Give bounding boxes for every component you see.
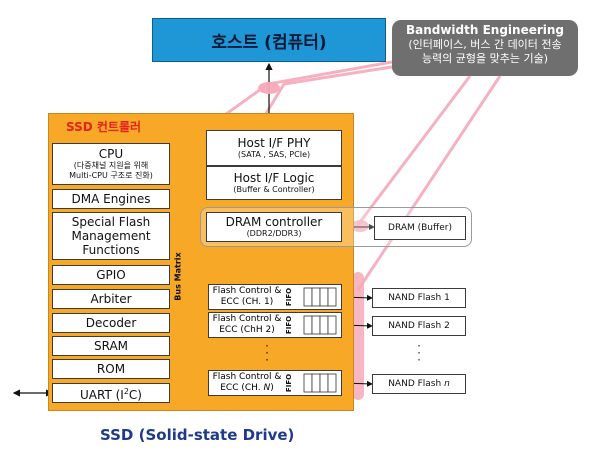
dram-buffer-label: DRAM (Buffer) xyxy=(388,222,452,233)
arbiter-block: Arbiter xyxy=(52,289,170,309)
flash-control-chn-line-2-post: ) xyxy=(270,383,274,393)
fifo-label-ch1: FIFO xyxy=(285,287,294,307)
uart-label-sup: 2 xyxy=(123,386,129,396)
host-if-logic-title: Host I/F Logic xyxy=(233,171,315,185)
dma-engines-label: DMA Engines xyxy=(71,192,151,206)
special-flash-block: Special Flash Management Functions xyxy=(52,212,170,260)
gpio-label: GPIO xyxy=(96,268,126,282)
cpu-sub-2: Multi-CPU 구조로 진화) xyxy=(69,171,153,180)
host-if-phy-block: Host I/F PHY (SATA , SAS, PCIe) xyxy=(206,130,342,166)
host-bandwidth-highlight xyxy=(258,82,280,94)
flash-control-ch1-line-2-post: ) xyxy=(269,297,274,307)
special-flash-line-3: Functions xyxy=(82,243,140,257)
host-computer-box: 호스트 (컴퓨터) xyxy=(152,18,386,62)
flash-control-ch2-channel: 2 xyxy=(265,325,272,335)
nand-flash-n-number: n xyxy=(444,378,450,389)
nand-flash-n-label: NAND Flash n xyxy=(388,379,450,390)
flash-control-chn-line-2-pre: ECC (CH. xyxy=(220,383,264,393)
nand-flash-1-block: NAND Flash 1 xyxy=(372,288,466,308)
cpu-sub-1: (다중채널 지원을 위해 xyxy=(73,161,149,170)
nand-flash-2-prefix: NAND Flash xyxy=(388,320,445,331)
sram-label: SRAM xyxy=(93,339,129,353)
nand-flash-1-number: 1 xyxy=(444,292,450,303)
flash-control-ch1-line-2-pre: ECC (CH. xyxy=(220,297,264,307)
flash-control-ch1-line-1: Flash Control & xyxy=(212,286,282,296)
decoder-label: Decoder xyxy=(85,316,137,330)
callout-title: Bandwidth Engineering xyxy=(405,23,565,37)
nand-flash-1-prefix: NAND Flash xyxy=(388,292,445,303)
nand-continuation-dots: ··· xyxy=(417,339,421,367)
flash-control-ch2-line-2-post: ) xyxy=(271,325,275,335)
flash-control-ch1-text: Flash Control & ECC (CH. 1) xyxy=(209,286,285,308)
flash-control-chn-channel: N xyxy=(263,383,271,393)
host-if-logic-sub: (Buffer & Controller) xyxy=(233,185,315,194)
host-computer-label: 호스트 (컴퓨터) xyxy=(211,32,327,53)
nand-flash-n-block: NAND Flash n xyxy=(372,374,466,394)
fifo-label-ch2: FIFO xyxy=(285,315,294,335)
dram-controller-title: DRAM controller xyxy=(225,215,323,229)
nand-flash-1-label: NAND Flash 1 xyxy=(388,293,450,304)
flash-control-ch1-channel: 1 xyxy=(264,297,270,307)
rom-label: ROM xyxy=(96,362,126,376)
host-if-phy-sub: (SATA , SAS, PCIe) xyxy=(237,150,311,159)
fifo-label-chn: FIFO xyxy=(285,373,294,393)
dram-controller-sub: (DDR2/DDR3) xyxy=(246,229,302,238)
callout-line-1: (인터페이스, 버스 간 데이터 전송 xyxy=(408,38,562,51)
nand-flash-n-prefix: NAND Flash xyxy=(388,378,445,389)
bandwidth-ribbon-nand xyxy=(356,75,502,291)
dram-controller-block: DRAM controller (DDR2/DDR3) xyxy=(206,212,342,242)
decoder-block: Decoder xyxy=(52,313,170,333)
special-flash-line-2: Management xyxy=(71,229,151,243)
flash-control-chn-line-2: ECC (CH. N) xyxy=(209,383,285,394)
flash-control-chn-text: Flash Control & ECC (CH. N) xyxy=(209,372,285,394)
flash-control-chn-line-1: Flash Control & xyxy=(212,372,282,382)
callout-line-2: 능력의 균형을 맞추는 기술) xyxy=(421,52,549,65)
arbiter-label: Arbiter xyxy=(90,292,132,306)
uart-label-prefix: UART (I xyxy=(80,387,124,402)
host-if-phy-title: Host I/F PHY xyxy=(237,136,311,150)
bus-matrix-label: Bus Matrix xyxy=(173,252,183,301)
flash-control-ch2-line-2: ECC (ChH 2) xyxy=(209,325,285,336)
bandwidth-ribbon-dram-bus xyxy=(358,75,472,223)
dram-buffer-block: DRAM (Buffer) xyxy=(374,216,466,240)
flash-control-ch2-line-2-pre: ECC (ChH xyxy=(219,325,266,335)
rom-block: ROM xyxy=(52,359,170,379)
cpu-title: CPU xyxy=(98,147,124,161)
gpio-block: GPIO xyxy=(52,265,170,285)
dma-engines-block: DMA Engines xyxy=(52,189,170,209)
uart-label: UART (I2C) xyxy=(80,385,142,402)
uart-block: UART (I2C) xyxy=(52,383,170,403)
footer-title: SSD (Solid-state Drive) xyxy=(100,426,295,444)
flash-channel-continuation-dots: ··· xyxy=(265,339,269,367)
flash-control-ch1-line-2: ECC (CH. 1) xyxy=(209,297,285,308)
cpu-block: CPU (다중채널 지원을 위해 Multi-CPU 구조로 진화) xyxy=(52,143,170,185)
nand-flash-2-label: NAND Flash 2 xyxy=(388,321,450,332)
ssd-controller-label: SSD 컨트롤러 xyxy=(66,120,142,134)
nand-flash-2-number: 2 xyxy=(444,320,450,331)
uart-label-suffix: C) xyxy=(128,387,142,402)
flash-control-ch2-line-1: Flash Control & xyxy=(212,314,282,324)
flash-control-ch2-text: Flash Control & ECC (ChH 2) xyxy=(209,314,285,336)
nand-flash-2-block: NAND Flash 2 xyxy=(372,316,466,336)
sram-block: SRAM xyxy=(52,336,170,356)
bandwidth-engineering-callout: Bandwidth Engineering (인터페이스, 버스 간 데이터 전… xyxy=(392,20,578,76)
special-flash-line-1: Special Flash xyxy=(71,215,151,229)
nand-bandwidth-highlight xyxy=(352,272,364,400)
host-if-logic-block: Host I/F Logic (Buffer & Controller) xyxy=(206,166,342,200)
